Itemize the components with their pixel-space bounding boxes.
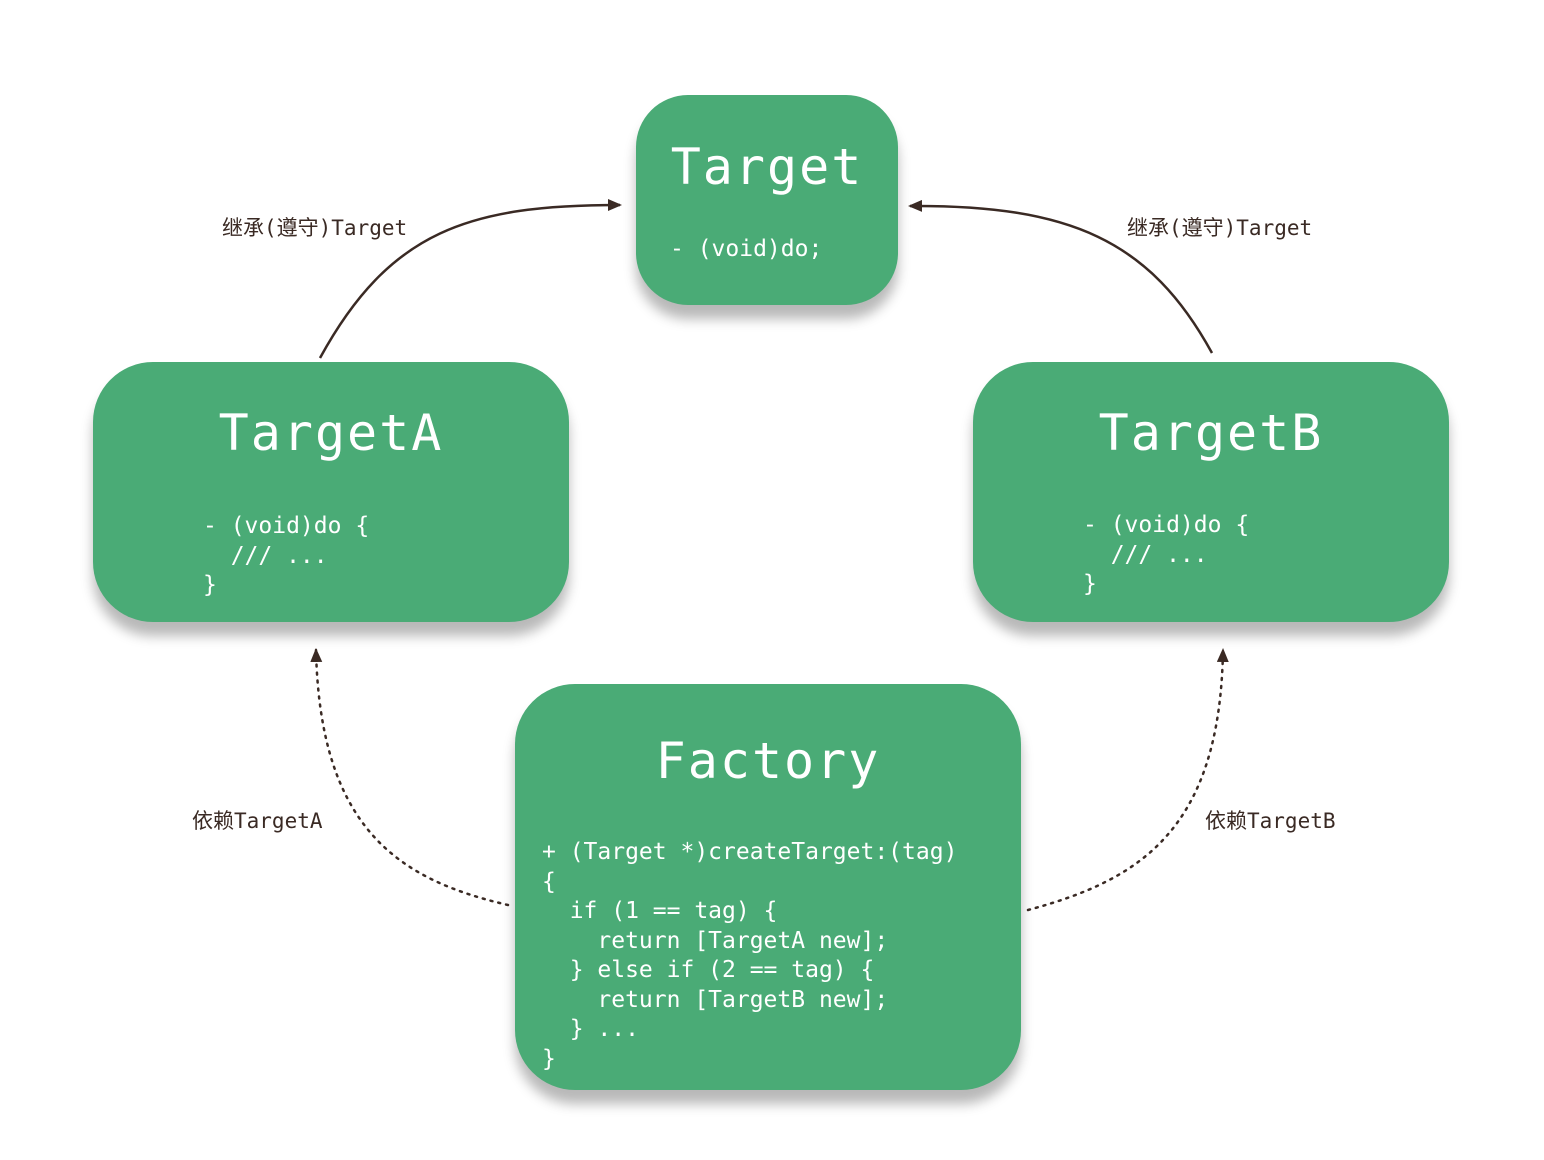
node-title: Factory [655, 732, 881, 790]
node-targetb: TargetB - (void)do { /// ... } [973, 362, 1449, 622]
node-title: TargetB [1098, 404, 1324, 462]
edge-targetb-to-target [908, 199, 1214, 354]
edge-factory-to-targeta [310, 648, 510, 907]
node-code: - (void)do { /// ... } [1083, 512, 1250, 597]
node-code: - (void)do; [670, 236, 823, 262]
edge-targeta-to-target [318, 199, 622, 359]
edge-label-depends-targetb: 依赖TargetB [1205, 809, 1336, 833]
edge-label-targetb-inherits: 继承(遵守)Target [1127, 216, 1313, 240]
node-title: Target [670, 138, 864, 196]
node-target: Target - (void)do; [636, 95, 898, 305]
edge-label-targeta-inherits: 继承(遵守)Target [222, 216, 408, 240]
edge-factory-to-targetb [1026, 648, 1229, 912]
edge-label-depends-targeta: 依赖TargetA [192, 809, 323, 833]
node-targeta: TargetA - (void)do { /// ... } [93, 362, 569, 622]
node-title: TargetA [218, 404, 444, 462]
node-code: + (Target *)createTarget:(tag) { if (1 =… [542, 839, 958, 1072]
node-code: - (void)do { /// ... } [203, 513, 370, 598]
node-factory: Factory + (Target *)createTarget:(tag) {… [515, 684, 1021, 1090]
